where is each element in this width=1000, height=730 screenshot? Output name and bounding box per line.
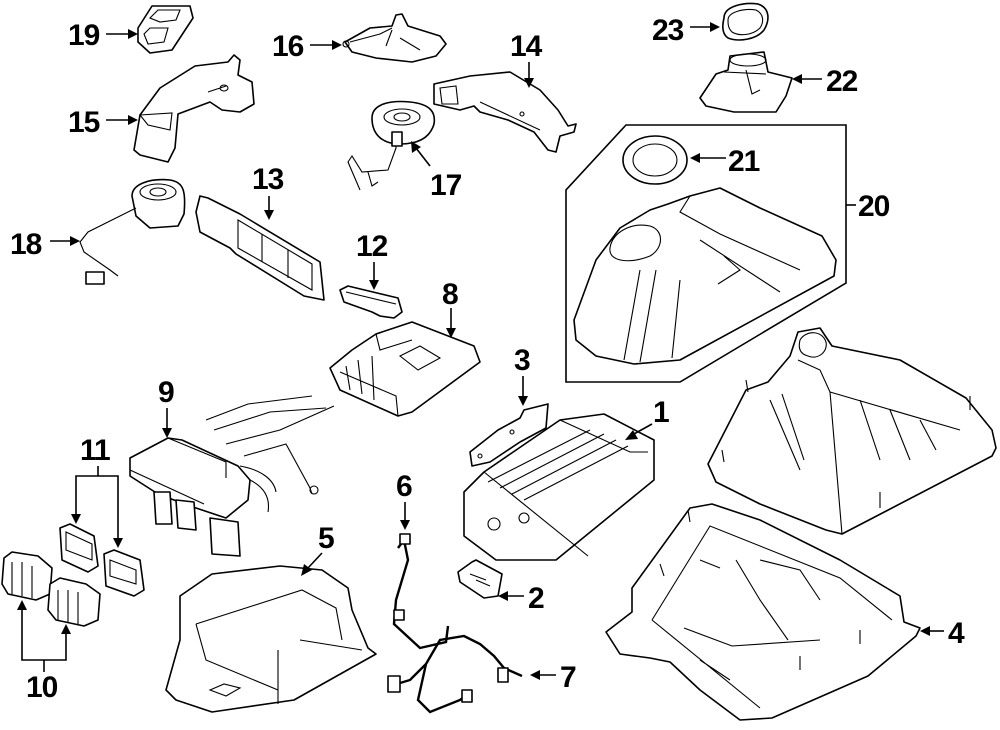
assembled-housing[interactable] (707, 327, 997, 535)
leader-4 (920, 626, 944, 636)
part-23-seal-ring[interactable] (722, 2, 769, 41)
leader-18 (50, 236, 80, 246)
callout-2: 2 (528, 582, 544, 615)
leader-11 (71, 466, 123, 548)
part-20-group-box (565, 124, 856, 383)
part-7-harness[interactable] (387, 634, 523, 714)
part-20-upper-cover[interactable] (573, 187, 837, 365)
part-21-gasket[interactable] (622, 135, 688, 185)
callout-16: 16 (272, 30, 304, 63)
callout-17: 17 (430, 169, 462, 202)
leader-1 (625, 423, 653, 440)
leader-12 (369, 262, 379, 290)
callout-1: 1 (653, 396, 669, 429)
part-11-cover-left[interactable] (59, 523, 99, 573)
callout-23: 23 (652, 14, 684, 47)
callout-15: 15 (68, 106, 100, 139)
part-10-connector-right[interactable] (47, 577, 101, 627)
part-22-adapter[interactable] (699, 51, 793, 113)
callout-13: 13 (252, 163, 284, 196)
part-4-tray[interactable] (605, 503, 921, 721)
leader-23 (690, 22, 720, 32)
leader-17 (411, 141, 431, 167)
leader-15 (106, 115, 138, 125)
leader-16 (310, 40, 342, 50)
part-2-bracket[interactable] (457, 559, 503, 599)
callout-20: 20 (858, 190, 890, 223)
part-18-blower[interactable] (79, 178, 186, 285)
leader-7 (530, 670, 556, 680)
part-19-seal[interactable] (137, 5, 194, 54)
callout-10: 10 (26, 671, 58, 704)
callout-11: 11 (80, 434, 110, 467)
callout-19: 19 (68, 19, 100, 52)
callout-22: 22 (826, 65, 858, 98)
callout-5: 5 (318, 522, 334, 555)
callout-18: 18 (10, 228, 42, 261)
leader-13 (264, 196, 274, 220)
callout-3: 3 (514, 344, 530, 377)
leader-2 (498, 591, 524, 601)
leader-3 (518, 376, 528, 406)
callout-4: 4 (948, 617, 965, 650)
leader-9 (162, 408, 172, 438)
leader-10 (17, 600, 71, 672)
callout-9: 9 (158, 376, 174, 409)
part-16-cover[interactable] (342, 13, 447, 63)
part-1-inverter[interactable] (463, 413, 655, 561)
leader-8 (446, 308, 456, 338)
leader-6 (400, 502, 410, 530)
part-8-module[interactable] (329, 321, 481, 417)
part-12-clip[interactable] (339, 285, 403, 319)
callout-6: 6 (396, 470, 412, 503)
leader-19 (106, 29, 138, 39)
part-5-frame[interactable] (165, 565, 377, 713)
leader-14 (524, 62, 534, 88)
callout-14: 14 (510, 30, 543, 63)
part-6-harness[interactable] (392, 533, 450, 650)
part-15-duct[interactable] (133, 54, 255, 163)
callout-8: 8 (442, 278, 458, 311)
part-9-junction-block[interactable] (129, 395, 335, 557)
leader-21 (690, 153, 726, 163)
part-13-filter[interactable] (195, 195, 325, 301)
callout-12: 12 (356, 230, 388, 263)
part-3-bracket[interactable] (469, 403, 549, 467)
part-17-blower[interactable] (347, 100, 436, 191)
part-14-duct[interactable] (433, 71, 577, 153)
part-10-connector-left[interactable] (1, 551, 53, 601)
callout-7: 7 (560, 661, 576, 694)
leader-22 (792, 74, 822, 84)
callout-21: 21 (728, 145, 760, 178)
leader-5 (301, 552, 323, 576)
part-11-cover-right[interactable] (103, 549, 145, 597)
